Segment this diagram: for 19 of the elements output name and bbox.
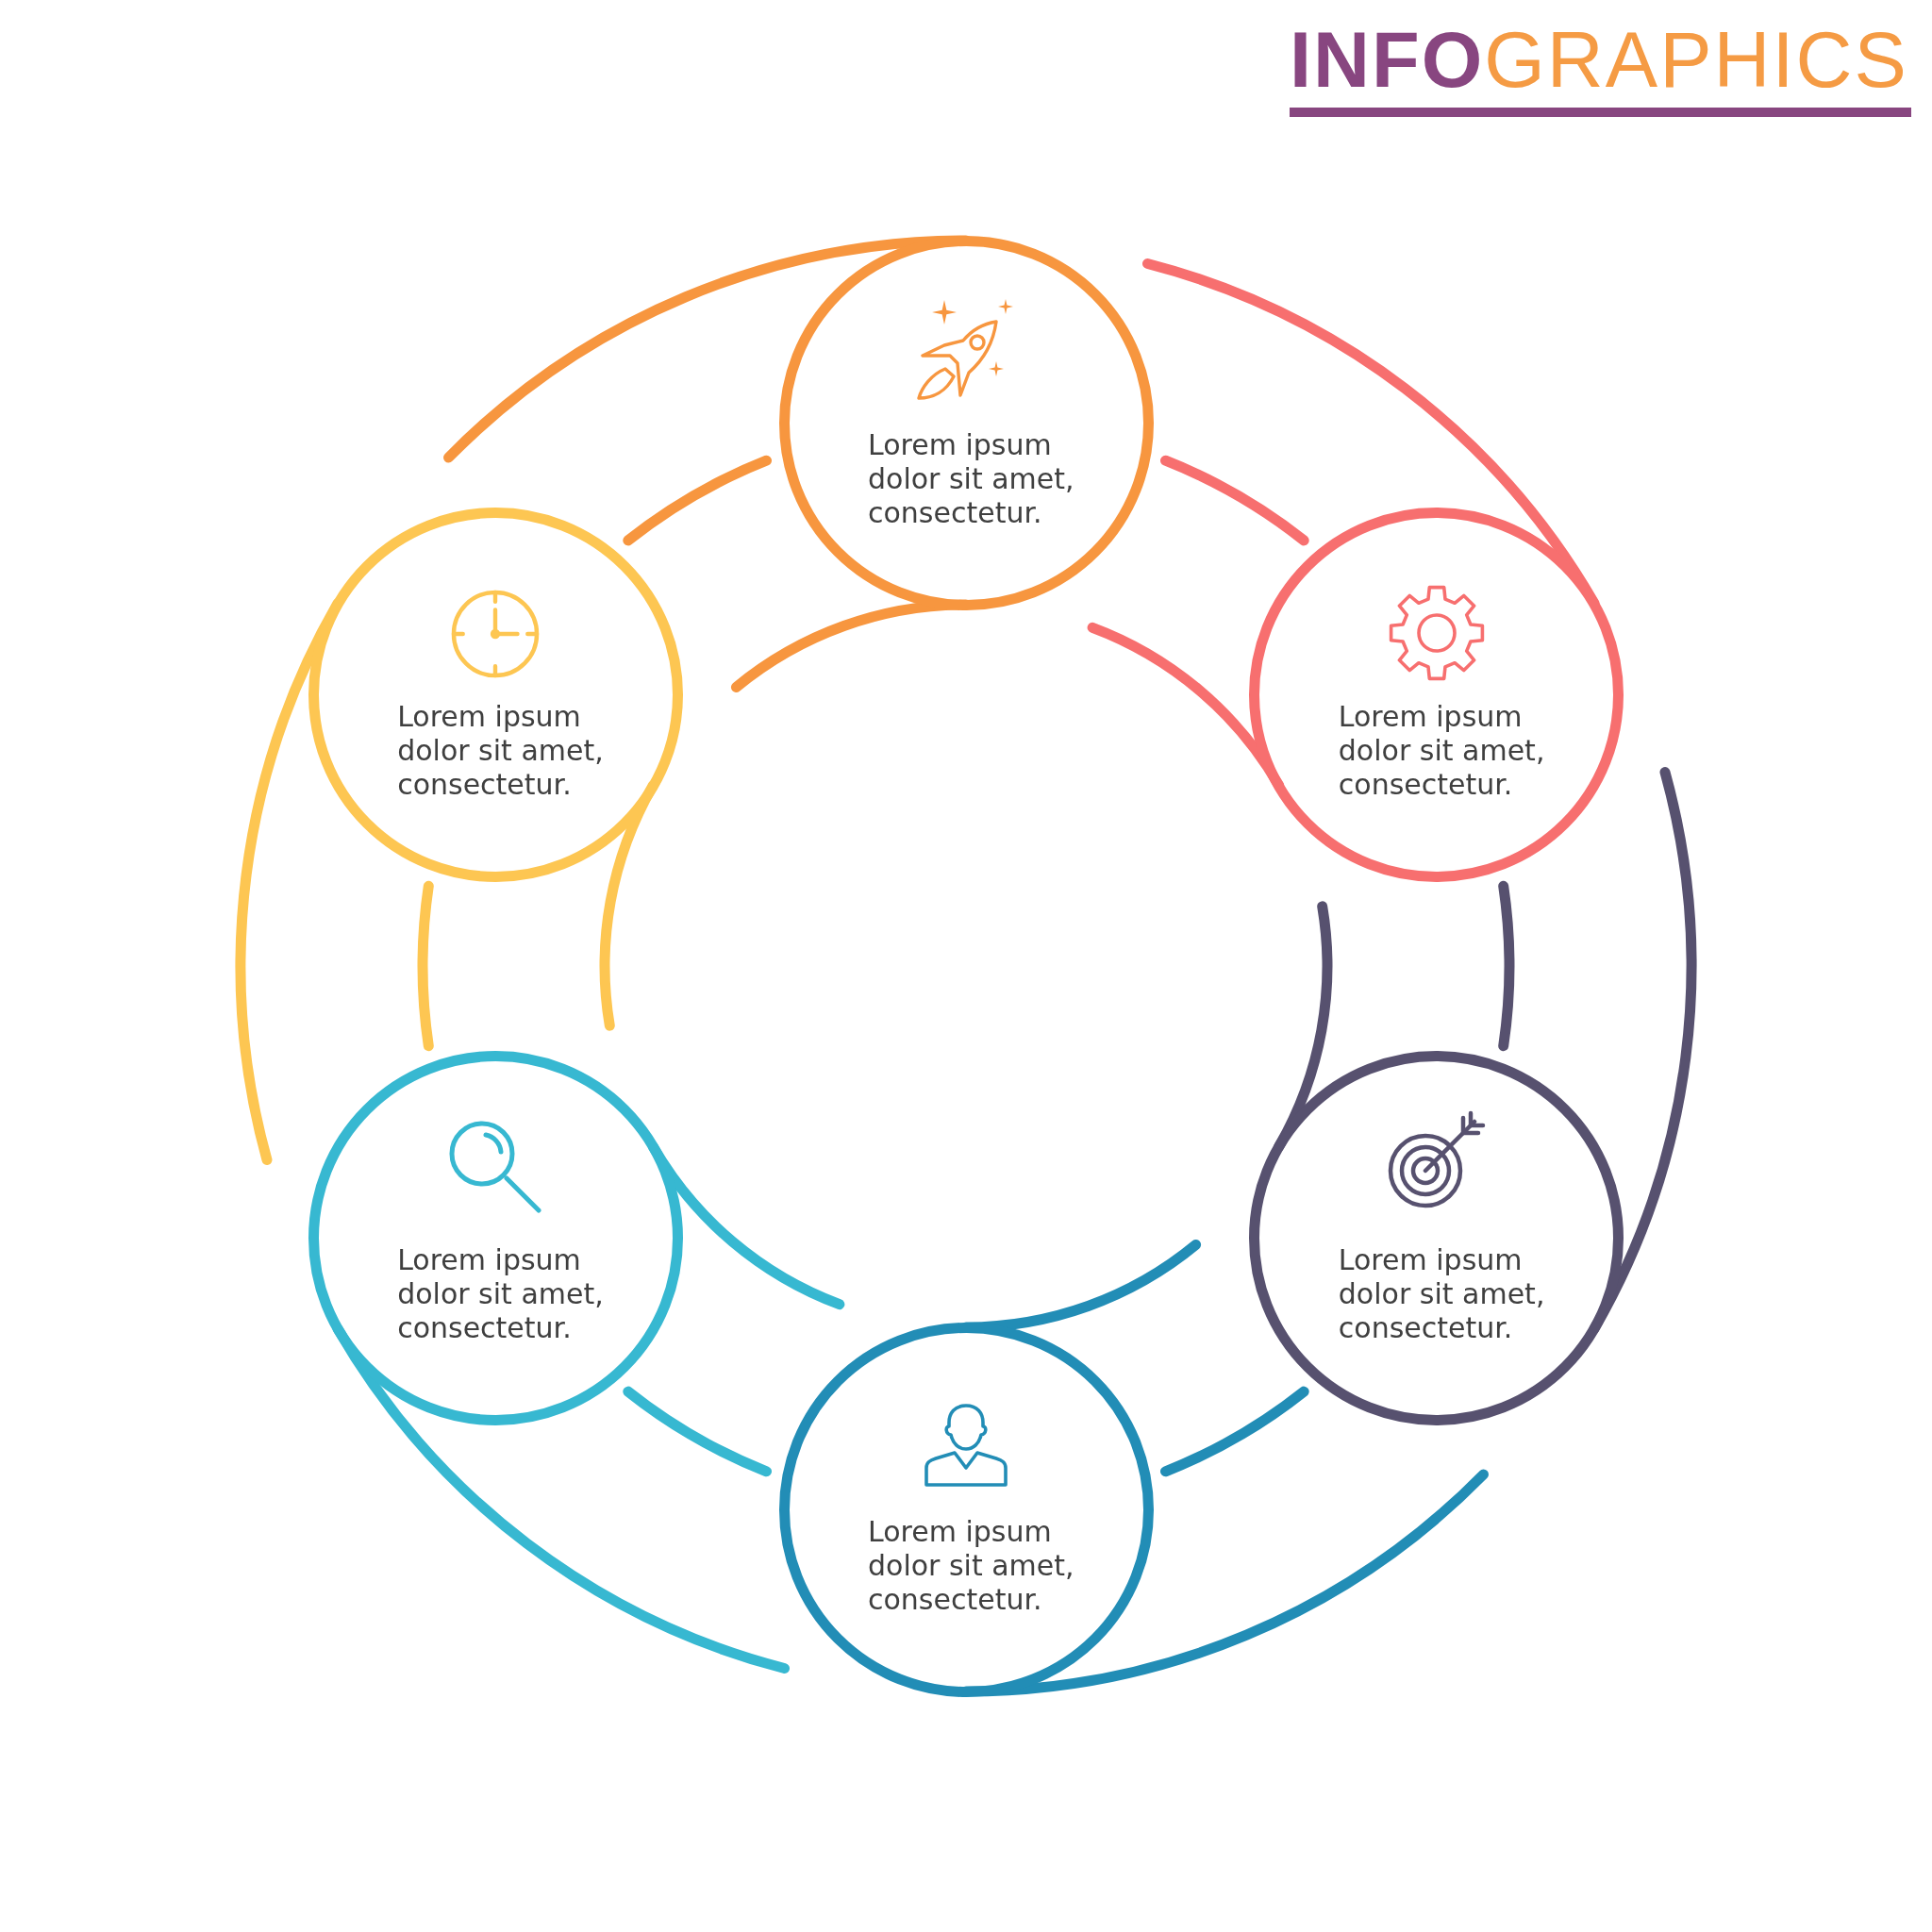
step-circle bbox=[308, 507, 683, 882]
connector-arc bbox=[623, 455, 772, 546]
connector-arc bbox=[1160, 1386, 1309, 1477]
step-text: Lorem ipsum dolor sit amet, consectetur. bbox=[397, 700, 605, 802]
step-circle bbox=[308, 1050, 683, 1425]
step-circle bbox=[778, 235, 1154, 610]
step-text: Lorem ipsum dolor sit amet, consectetur. bbox=[1338, 700, 1546, 802]
step-text: Lorem ipsum dolor sit amet, consectetur. bbox=[868, 1515, 1075, 1617]
step-circle bbox=[1249, 1050, 1624, 1425]
connector-arc bbox=[623, 1386, 772, 1477]
step-text: Lorem ipsum dolor sit amet, consectetur. bbox=[868, 428, 1075, 530]
connector-arc bbox=[417, 880, 434, 1052]
title: INFOGRAPHICS bbox=[1290, 21, 1908, 99]
step-text: Lorem ipsum dolor sit amet, consectetur. bbox=[1338, 1243, 1546, 1345]
step-circle bbox=[1249, 507, 1624, 882]
connector-arc bbox=[1498, 880, 1515, 1052]
step-text: Lorem ipsum dolor sit amet, consectetur. bbox=[397, 1243, 605, 1345]
step-circle bbox=[778, 1322, 1154, 1697]
connector-arc bbox=[1160, 455, 1309, 546]
